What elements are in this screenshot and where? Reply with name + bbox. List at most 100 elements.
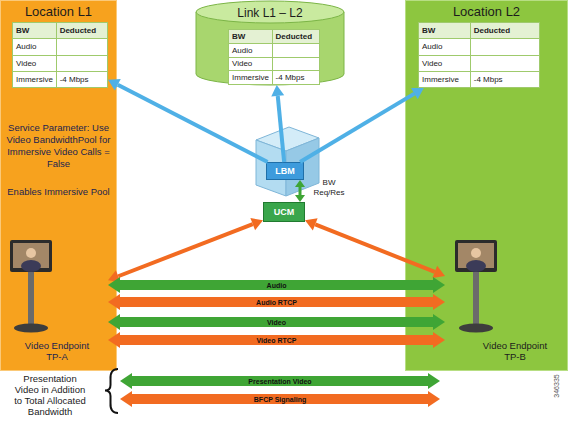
endpoint-name: Video Endpoint TP-A xyxy=(19,340,95,362)
telepresence-icon xyxy=(455,238,515,338)
media-stream-arrow xyxy=(108,294,445,310)
media-stream-arrow xyxy=(108,332,445,348)
connector-label: Video xyxy=(267,318,286,327)
stand-pole xyxy=(28,272,34,326)
media-stream-arrow xyxy=(108,277,445,293)
telepresence-icon xyxy=(10,238,70,338)
connector-line xyxy=(120,297,433,307)
media-stream-arrow xyxy=(108,314,445,330)
connector-line xyxy=(300,94,414,162)
connector-line xyxy=(120,317,433,327)
monitor-frame xyxy=(455,240,497,272)
table-cell: Audio xyxy=(13,39,56,54)
service-parameter-note: Service Parameter: Use Video BandwidthPo… xyxy=(4,122,114,170)
table-cell-empty xyxy=(57,56,107,71)
arrow-head xyxy=(295,195,305,202)
table-cell: -4 Mbps xyxy=(471,72,539,87)
arrow-head xyxy=(432,266,445,278)
panel-title: Location L2 xyxy=(405,4,568,19)
cylinder-top xyxy=(196,1,344,23)
table-cell-empty xyxy=(57,39,107,54)
table-cell-empty xyxy=(471,39,539,54)
lbm-box: LBM xyxy=(266,162,304,180)
person-head xyxy=(26,248,36,258)
link-title: Link L1 – L2 xyxy=(195,6,345,20)
connector-label: BW Req/Res xyxy=(311,178,347,198)
arrow-head xyxy=(411,88,424,99)
arrow-head xyxy=(433,314,445,330)
arrow-head xyxy=(108,314,120,330)
connector-line xyxy=(315,224,435,271)
arrow-head xyxy=(305,218,318,230)
stream-name: Presentation Video xyxy=(248,377,311,386)
connector-line xyxy=(118,224,252,276)
table-cell: Video xyxy=(419,56,470,71)
video-endpoint: Video Endpoint TP-A xyxy=(6,236,108,364)
arrow-head xyxy=(108,277,120,293)
connector-line xyxy=(299,187,302,195)
table-cell: Audio xyxy=(229,44,272,57)
person-body xyxy=(466,260,486,272)
bracket-note: Presentation Video in Addition to Total … xyxy=(12,373,88,417)
arrow-head xyxy=(271,85,284,97)
bandwidth-table: BWDeductedAudioVideoImmersive-4 Mbps xyxy=(12,22,108,88)
table-cell: Deducted xyxy=(273,30,319,43)
table-cell: Audio xyxy=(419,39,470,54)
arrow-head xyxy=(250,218,263,230)
bfcp-signaling-arrow xyxy=(120,391,440,407)
bandwidth-update-arrow xyxy=(108,79,268,162)
table-cell: BW xyxy=(13,23,56,38)
table-cell: Deducted xyxy=(57,23,107,38)
connector-label: Audio RTCP xyxy=(256,298,297,307)
arrow-head xyxy=(295,180,305,187)
connector-line xyxy=(118,85,268,162)
connector-label: Audio xyxy=(267,281,287,290)
arrow-head xyxy=(108,332,120,348)
table-cell-empty xyxy=(273,58,319,71)
presentation-video-arrow xyxy=(120,373,440,389)
arrow-head xyxy=(108,294,120,310)
connector-line xyxy=(120,280,433,290)
connector-line xyxy=(278,96,284,162)
server-top-face xyxy=(256,127,319,151)
location-panel: Location L2 BWDeductedAudioVideoImmersive… xyxy=(405,0,568,371)
pool-note: Enables Immersive Pool xyxy=(0,186,117,197)
table-cell: -4 Mbps xyxy=(273,71,319,84)
table-cell: Immersive xyxy=(419,72,470,87)
signaling-arrow xyxy=(108,218,263,282)
table-cell-empty xyxy=(471,56,539,71)
signaling-arrow xyxy=(305,218,445,278)
connector-line xyxy=(120,335,433,345)
stand-base xyxy=(14,324,48,333)
connector-label: Video RTCP xyxy=(257,336,297,345)
stream-name: BFCP Signaling xyxy=(254,395,306,404)
monitor-frame xyxy=(10,240,52,272)
table-cell: Video xyxy=(229,58,272,71)
table-cell: BW xyxy=(229,30,272,43)
arrow-head xyxy=(433,332,445,348)
table-cell: Immersive xyxy=(229,71,272,84)
table-cell: Immersive xyxy=(13,72,56,87)
bandwidth-update-arrow xyxy=(271,85,284,162)
stand-base xyxy=(459,324,493,333)
component-name: LBM xyxy=(266,162,304,180)
link-cylinder: Link L1 – L2 BWDeductedAudioVideoImmersiv… xyxy=(195,0,345,86)
bandwidth-table: BWDeductedAudioVideoImmersive-4 Mbps xyxy=(228,29,320,85)
component-name: UCM xyxy=(263,202,305,222)
curly-bracket xyxy=(105,369,118,413)
bandwidth-update-arrow xyxy=(300,88,424,162)
endpoint-name: Video Endpoint TP-B xyxy=(475,340,555,362)
table-cell: BW xyxy=(419,23,470,38)
panel-title: Location L1 xyxy=(0,4,117,19)
table-cell: Video xyxy=(13,56,56,71)
table-cell: -4 Mbps xyxy=(57,72,107,87)
table-cell: Deducted xyxy=(471,23,539,38)
bandwidth-request-arrow xyxy=(295,180,305,202)
table-cell-empty xyxy=(273,44,319,57)
bandwidth-table: BWDeductedAudioVideoImmersive-4 Mbps xyxy=(418,22,540,88)
arrow-head xyxy=(433,277,445,293)
arrow-head xyxy=(108,270,121,282)
ucm-box: UCM xyxy=(263,202,305,222)
arrow-head xyxy=(433,294,445,310)
person-head xyxy=(471,248,481,258)
